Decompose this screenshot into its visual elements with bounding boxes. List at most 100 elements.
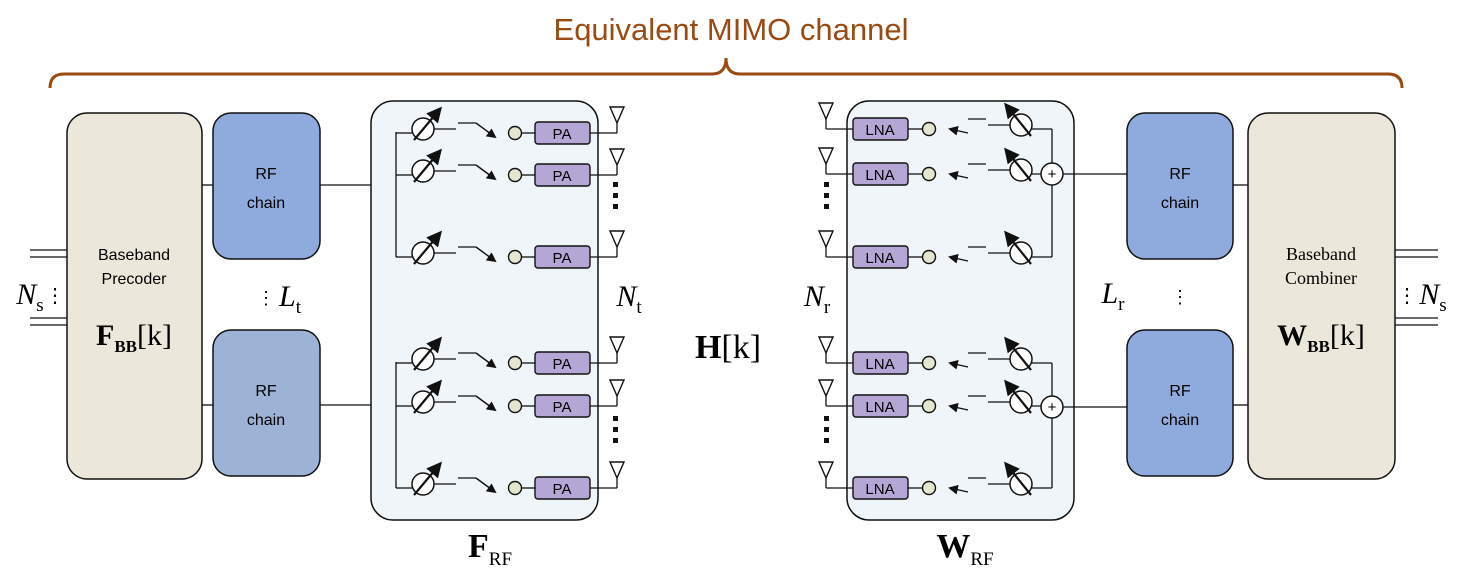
switch-blade-icon	[948, 170, 969, 181]
rx-chains-label: Lr	[1100, 277, 1125, 315]
rx-chains-ellipsis: ⋮	[1171, 287, 1189, 307]
lna-label: LNA	[865, 481, 894, 498]
sum-symbol: +	[1048, 166, 1057, 183]
antenna-icon	[817, 461, 835, 488]
tx-chains-ellipsis: ⋮	[257, 288, 275, 308]
node-icon	[507, 249, 523, 265]
baseband-precoder-block: Baseband Precoder FBB[k]	[66, 112, 203, 480]
tx-streams-label: Ns	[15, 278, 43, 316]
node-icon	[507, 355, 523, 371]
antenna-icon	[608, 106, 626, 133]
channel-brace	[48, 57, 1404, 89]
tx-rf-matrix-label: FRF	[468, 528, 512, 570]
antenna-icon	[608, 148, 626, 175]
rx-antennas	[817, 102, 835, 488]
antenna-icon	[817, 379, 835, 406]
lna-label: LNA	[865, 250, 894, 267]
svg-text:RF: RF	[255, 166, 277, 183]
rx-streams-label: Ns	[1418, 278, 1446, 316]
rx-branch: LNA	[826, 230, 1052, 269]
switch-blade-icon	[475, 352, 497, 369]
channel-label: H[k]	[695, 329, 761, 366]
node-icon	[921, 480, 937, 496]
phase-arrow-icon	[1004, 461, 1032, 496]
phase-arrow-icon	[1004, 147, 1032, 182]
pa-label: PA	[553, 250, 572, 267]
svg-text:chain: chain	[1161, 195, 1199, 212]
rx-rf-matrix-label: WRF	[936, 528, 993, 570]
svg-text:RF: RF	[255, 383, 277, 400]
phase-arrow-icon	[413, 148, 442, 183]
switch-blade-icon	[475, 122, 497, 139]
baseband-precoder-line1: Baseband	[98, 247, 170, 264]
rx-antennas-label: Nr	[803, 280, 831, 318]
tx-antennas-label: Nt	[615, 280, 642, 318]
lna-label: LNA	[865, 356, 894, 373]
baseband-precoder-matrix: FBB[k]	[96, 319, 172, 356]
antenna-icon	[608, 336, 626, 363]
phase-arrow-icon	[413, 379, 442, 414]
baseband-combiner-matrix: WBB[k]	[1277, 319, 1365, 356]
phase-arrow-icon	[413, 336, 442, 371]
pa-label: PA	[553, 168, 572, 185]
tx-streams-ellipsis: ⋮	[45, 285, 65, 307]
switch-blade-icon	[475, 477, 497, 494]
rx-branch: LNA	[826, 379, 1052, 418]
tx-rf-chain-top: RF chain	[212, 112, 321, 260]
tx-antenna-dots	[613, 182, 618, 443]
phase-arrow-icon	[413, 461, 442, 496]
phase-arrow-icon	[413, 106, 442, 141]
antenna-icon	[817, 147, 835, 174]
switch-blade-icon	[948, 484, 969, 495]
switch-blade-icon	[475, 395, 497, 412]
pa-label: PA	[553, 399, 572, 416]
rx-rf-chain-top: RF chain	[1126, 112, 1234, 260]
lna-label: LNA	[865, 399, 894, 416]
antenna-icon	[608, 461, 626, 488]
rx-stream-lines	[1395, 249, 1438, 326]
rx-rf-chain-bottom: RF chain	[1126, 329, 1234, 477]
node-icon	[921, 166, 937, 182]
antenna-icon	[817, 230, 835, 257]
switch-blade-icon	[948, 125, 969, 136]
node-icon	[507, 167, 523, 183]
switch-blade-icon	[948, 402, 969, 413]
antenna-icon	[608, 230, 626, 257]
node-icon	[921, 398, 937, 414]
baseband-combiner-line1: Baseband	[1286, 244, 1356, 264]
svg-text:chain: chain	[247, 412, 285, 429]
baseband-combiner-block: Baseband Combiner WBB[k]	[1247, 112, 1396, 480]
rx-branch: LNA	[826, 102, 1052, 141]
rx-branch: LNA	[826, 461, 1052, 500]
baseband-combiner-line2: Combiner	[1285, 268, 1357, 288]
tx-branch: PA	[396, 461, 617, 500]
svg-text:chain: chain	[247, 195, 285, 212]
phase-arrow-icon	[1004, 102, 1032, 137]
svg-text:chain: chain	[1161, 412, 1199, 429]
switch-blade-icon	[475, 246, 497, 263]
rx-branch: LNA	[826, 147, 1052, 186]
node-icon	[921, 249, 937, 265]
node-icon	[507, 125, 523, 141]
pa-label: PA	[553, 481, 572, 498]
sum-node: +	[1040, 395, 1064, 419]
tx-stream-lines	[30, 249, 68, 326]
antenna-icon	[817, 102, 835, 129]
node-icon	[507, 398, 523, 414]
antenna-icon	[608, 379, 626, 406]
tx-chains-label: Lt	[278, 280, 302, 318]
rx-branch: LNA	[826, 336, 1052, 375]
lna-label: LNA	[865, 122, 894, 139]
phase-arrow-icon	[1004, 336, 1032, 371]
antenna-icon	[817, 336, 835, 363]
baseband-precoder-line2: Precoder	[102, 271, 168, 288]
node-icon	[507, 480, 523, 496]
tx-rf-chain-bottom: RF chain	[212, 329, 321, 477]
sum-node: +	[1040, 162, 1064, 186]
pa-label: PA	[553, 356, 572, 373]
phase-arrow-icon	[413, 230, 442, 265]
node-icon	[921, 121, 937, 137]
